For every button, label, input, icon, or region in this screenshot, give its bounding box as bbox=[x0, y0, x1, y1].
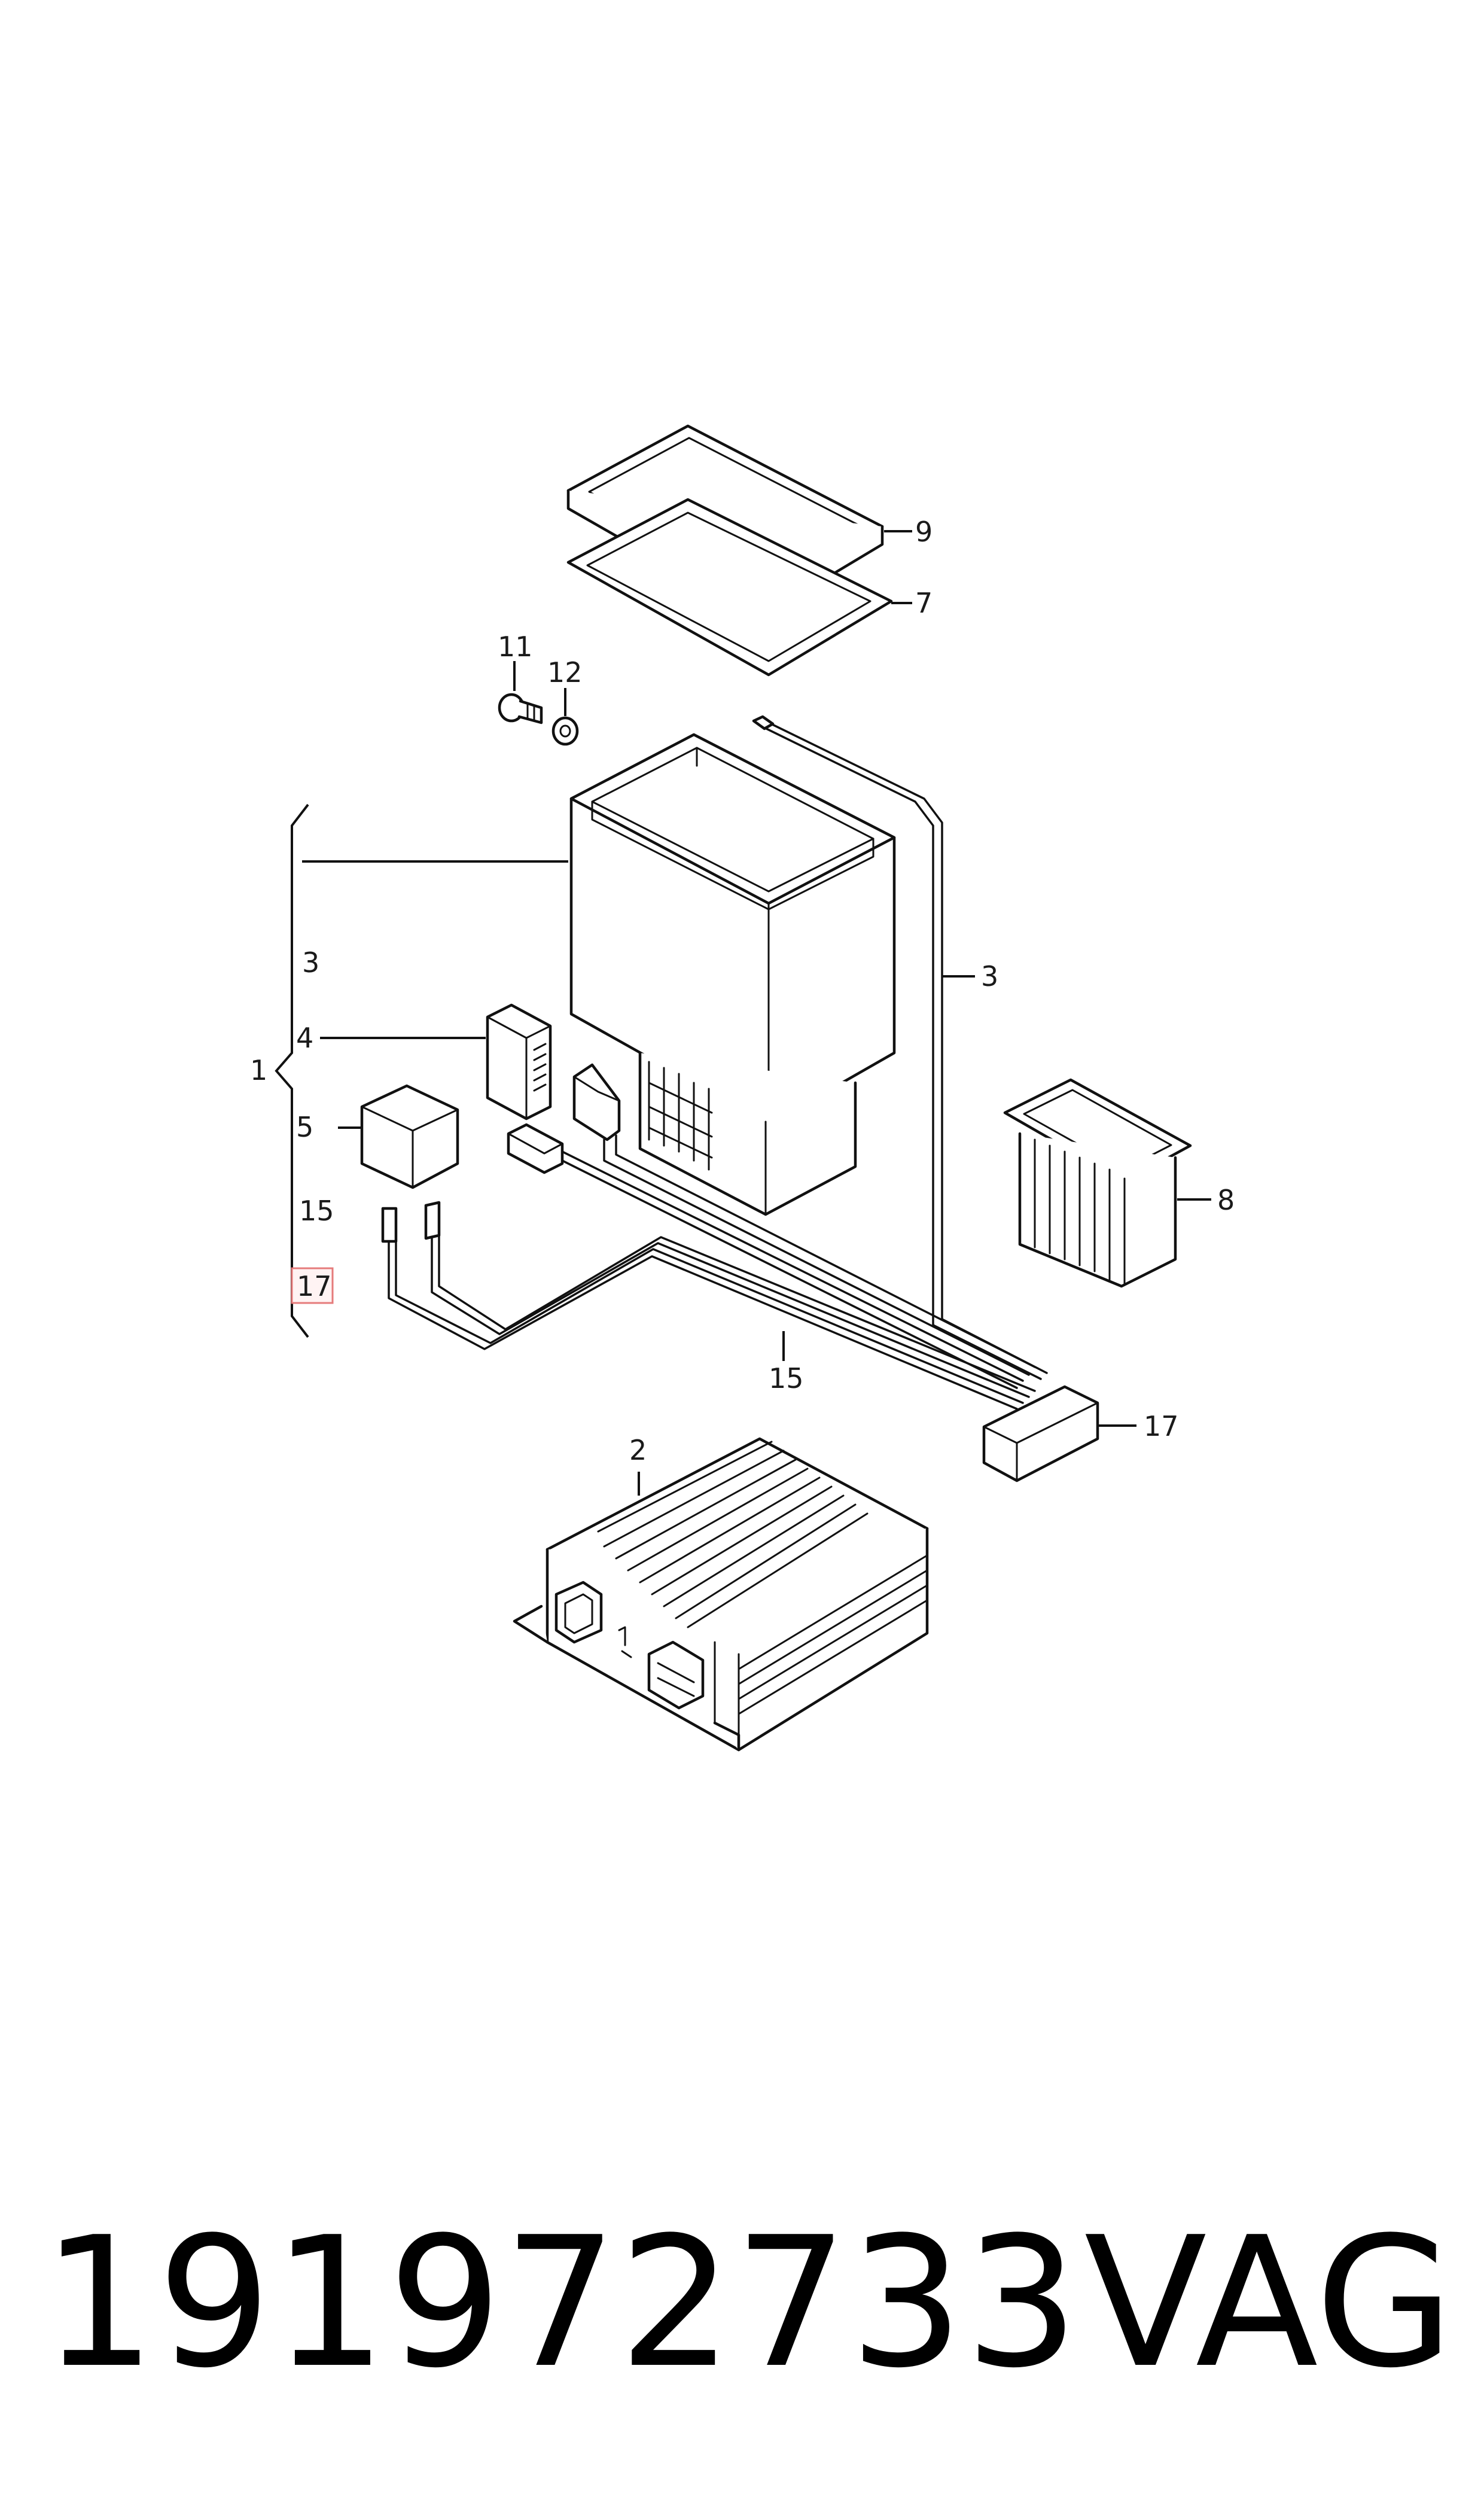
part-number: 191972733 bbox=[42, 2199, 1080, 2407]
callout-15-left: 15 bbox=[299, 1195, 334, 1227]
callout-11: 11 bbox=[498, 631, 533, 663]
part-12-washer bbox=[551, 716, 579, 746]
callout-17-right: 17 bbox=[1144, 1410, 1179, 1442]
part-11-screw bbox=[498, 693, 543, 724]
callout-17-highlight-box bbox=[291, 1267, 334, 1304]
callout-1: 1 bbox=[250, 1054, 267, 1086]
part-4-control-module bbox=[486, 1003, 552, 1121]
connector-plug bbox=[507, 1123, 564, 1174]
callout-15-bottom: 15 bbox=[769, 1362, 804, 1395]
callout-8: 8 bbox=[1217, 1184, 1235, 1216]
brand-name: VAG bbox=[1084, 2199, 1454, 2407]
callout-2: 2 bbox=[629, 1434, 647, 1466]
callout-7: 7 bbox=[915, 587, 933, 619]
part-2-inverter bbox=[513, 1437, 929, 1752]
thermostat-sensor bbox=[572, 1063, 621, 1141]
callout-5: 5 bbox=[296, 1111, 313, 1143]
part-8-insert bbox=[1003, 1078, 1192, 1288]
callout-17-left: 17 bbox=[297, 1270, 332, 1302]
part-17-main-connector bbox=[982, 1385, 1099, 1482]
callout-4: 4 bbox=[296, 1022, 313, 1054]
callout-3-left: 3 bbox=[302, 946, 319, 979]
callout-12: 12 bbox=[547, 656, 583, 689]
bracket-item-1 bbox=[275, 803, 309, 1338]
part-7-gasket bbox=[566, 498, 893, 677]
part-15-wiring-harness bbox=[388, 715, 1048, 1410]
part-3-fridge-box bbox=[569, 733, 896, 1216]
callout-9: 9 bbox=[915, 516, 933, 548]
leader-lines bbox=[302, 530, 1211, 1496]
part-5-relay bbox=[360, 1084, 459, 1243]
footer: 191972733 VAG bbox=[0, 2213, 1484, 2441]
callout-3-right: 3 bbox=[981, 960, 998, 992]
